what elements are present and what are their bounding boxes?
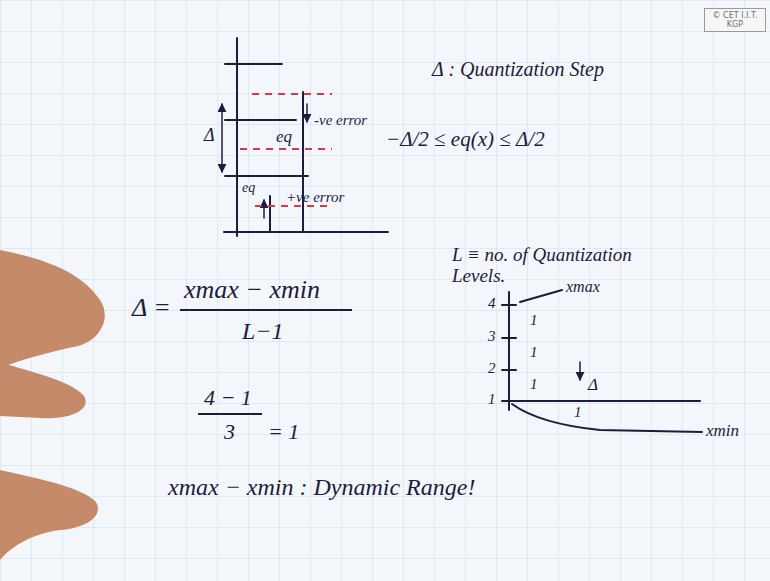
step-mark: Δ bbox=[204, 126, 215, 146]
hand bbox=[0, 250, 105, 560]
level-number: 4 bbox=[488, 295, 496, 312]
label-text: +ve error bbox=[286, 189, 344, 205]
label-text: −Δ/2 ≤ eq(x) ≤ Δ/2 bbox=[386, 127, 545, 151]
step-value: 1 bbox=[530, 344, 538, 361]
label-text: 1 bbox=[530, 312, 538, 328]
label-text: 4 bbox=[488, 295, 496, 311]
copyright-stamp: © CET I.I.T. KGP bbox=[704, 8, 766, 32]
label-text: L−1 bbox=[242, 318, 284, 344]
definition: Δ : Quantization Step bbox=[432, 58, 604, 80]
quantizer-figure bbox=[222, 38, 388, 236]
level-number: 2 bbox=[488, 360, 496, 377]
label-text: Δ bbox=[204, 125, 215, 145]
level-number: 3 bbox=[488, 328, 496, 345]
label-text: Δ : Quantization Step bbox=[432, 58, 604, 80]
stamp-text: © CET I.I.T. KGP bbox=[708, 11, 762, 29]
label-text: L ≡ no. of Quantization Levels. bbox=[452, 244, 632, 286]
label-text: 1 bbox=[530, 344, 538, 360]
note: xmax − xmin : Dynamic Range! bbox=[168, 474, 475, 500]
level-number: 1 bbox=[488, 391, 496, 408]
step-value: 1 bbox=[574, 404, 582, 421]
label-text: -ve error bbox=[314, 112, 367, 128]
error-note: +ve error bbox=[286, 189, 344, 206]
inequality: −Δ/2 ≤ eq(x) ≤ Δ/2 bbox=[386, 128, 545, 151]
formula-term: = 1 bbox=[268, 420, 299, 444]
label-text: xmax bbox=[566, 278, 600, 295]
label-text: eq bbox=[276, 127, 292, 146]
label-text: eq bbox=[242, 180, 255, 195]
label-text: xmax − xmin bbox=[184, 275, 320, 304]
formula-term: L−1 bbox=[242, 318, 284, 344]
label-text: Δ bbox=[588, 375, 598, 394]
label-text: Δ = bbox=[132, 293, 171, 322]
formula-term: xmax − xmin bbox=[184, 276, 320, 305]
level-figure bbox=[502, 290, 702, 432]
formula-term: Δ = bbox=[132, 294, 171, 323]
step-mark: Δ bbox=[588, 376, 598, 395]
label-text: xmax − xmin : Dynamic Range! bbox=[168, 474, 475, 500]
axis-label: xmax bbox=[566, 278, 600, 296]
formula-term: 3 bbox=[224, 420, 235, 444]
error-note: -ve error bbox=[314, 112, 367, 129]
label-text: xmin bbox=[706, 421, 739, 440]
label-text: 3 bbox=[224, 419, 235, 444]
error-symbol: eq bbox=[276, 128, 292, 147]
label-text: 2 bbox=[488, 360, 496, 376]
axis-label: xmin bbox=[706, 422, 739, 441]
error-symbol: eq bbox=[242, 180, 255, 195]
label-text: 1 bbox=[488, 391, 496, 407]
step-value: 1 bbox=[530, 312, 538, 329]
label-text: 3 bbox=[488, 328, 496, 344]
step-value: 1 bbox=[530, 376, 538, 393]
label-text: 4 − 1 bbox=[204, 385, 252, 410]
label-text: = 1 bbox=[268, 419, 299, 444]
formula-term: 4 − 1 bbox=[204, 386, 252, 410]
fraction-bars bbox=[180, 310, 352, 414]
label-text: 1 bbox=[530, 376, 538, 392]
label-text: 1 bbox=[574, 404, 582, 420]
